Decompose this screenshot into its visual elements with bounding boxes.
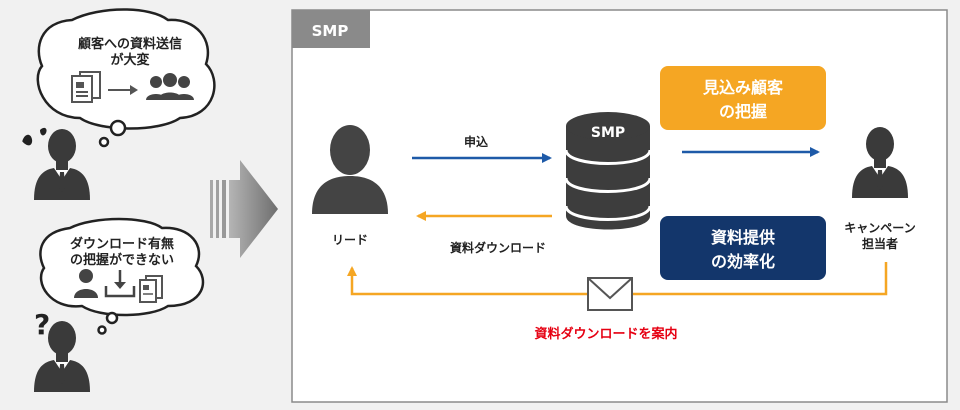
smp-database-icon bbox=[564, 112, 652, 230]
customers-group-icon bbox=[146, 73, 194, 100]
efficiency-badge-line1: 資料提供 bbox=[711, 228, 775, 247]
thought-bubble-2: ダウンロード有無 の把握ができない bbox=[39, 217, 205, 335]
efficiency-badge-line2: の効率化 bbox=[711, 252, 775, 271]
download-tray-icon bbox=[104, 270, 136, 298]
worried-businessman-icon bbox=[22, 127, 90, 200]
lead-person-icon bbox=[312, 125, 388, 214]
confused-businessman-icon: ? bbox=[34, 308, 90, 392]
prospect-badge: 見込み顧客 の把握 bbox=[660, 66, 826, 130]
database-label: SMP bbox=[591, 125, 625, 141]
staff-label-line2: 担当者 bbox=[862, 236, 898, 251]
bubble2-line2: の把握ができない bbox=[70, 252, 174, 268]
prospect-badge-line1: 見込み顧客 bbox=[702, 78, 784, 97]
documents-icon bbox=[71, 71, 101, 103]
guide-label: 資料ダウンロードを案内 bbox=[534, 326, 677, 342]
envelope-icon bbox=[587, 277, 633, 311]
apply-label: 申込 bbox=[464, 134, 488, 149]
smp-panel-tab bbox=[292, 10, 370, 48]
bubble1-line1: 顧客への資料送信 bbox=[78, 36, 182, 52]
staff-label-line1: キャンペーン bbox=[844, 221, 915, 235]
transition-arrow-icon bbox=[210, 160, 278, 258]
smp-panel-tab-label: SMP bbox=[312, 22, 349, 40]
question-mark-icon: ? bbox=[34, 308, 50, 341]
right-arrow-icon bbox=[108, 85, 138, 95]
lead-label: リード bbox=[332, 233, 368, 247]
document-icon bbox=[139, 275, 163, 303]
prospect-badge-line2: の把握 bbox=[719, 102, 767, 121]
download-label: 資料ダウンロード bbox=[450, 240, 546, 255]
bubble1-line2: が大変 bbox=[110, 52, 149, 68]
user-icon bbox=[74, 269, 98, 298]
thought-bubble-1: 顧客への資料送信 が大変 bbox=[36, 8, 216, 148]
bubble2-line1: ダウンロード有無 bbox=[70, 236, 174, 252]
efficiency-badge: 資料提供 の効率化 bbox=[660, 216, 826, 280]
